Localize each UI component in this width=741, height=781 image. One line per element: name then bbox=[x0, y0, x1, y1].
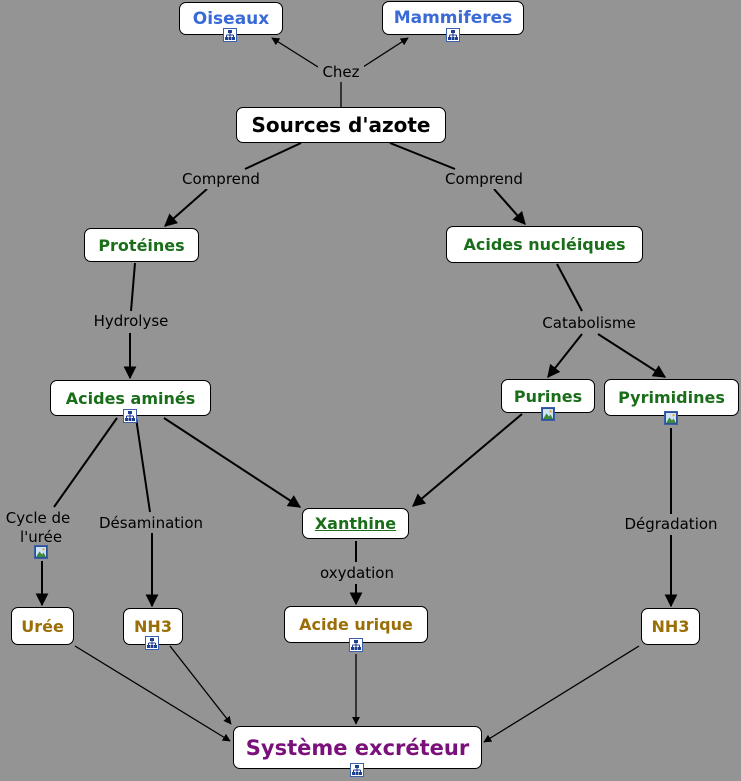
concept-label: Urée bbox=[21, 616, 64, 636]
concept-label: Pyrimidines bbox=[618, 388, 725, 407]
image-icon[interactable] bbox=[541, 407, 555, 421]
edge-chez-mammiferes bbox=[362, 37, 409, 68]
concept-systeme-excreteur[interactable]: Système excréteur bbox=[233, 726, 482, 769]
edge-proteines-hydrolyse bbox=[130, 262, 136, 312]
concept-map-icon[interactable] bbox=[123, 409, 137, 423]
concept-map-icon[interactable] bbox=[349, 638, 363, 652]
edge-acides-amines-desamination bbox=[135, 417, 151, 513]
edge-sources-comprend-left bbox=[244, 142, 302, 170]
concept-label: Mammiferes bbox=[393, 8, 513, 28]
edge-comprend-acides-nucleiques bbox=[493, 188, 526, 225]
concept-acide-urique[interactable]: Acide urique bbox=[284, 606, 428, 643]
concept-oiseaux[interactable]: Oiseaux bbox=[179, 2, 283, 35]
link-label-comprend-right: Comprend bbox=[439, 170, 529, 189]
edge-catabolisme-purines bbox=[547, 333, 583, 379]
edge-acides-amines-xanthine bbox=[163, 417, 302, 508]
concept-map-icon[interactable] bbox=[350, 763, 364, 777]
concept-map-icon[interactable] bbox=[223, 28, 237, 42]
concept-label: Acide urique bbox=[299, 615, 413, 634]
link-label-catabolisme: Catabolisme bbox=[535, 314, 643, 333]
concept-label: Oiseaux bbox=[192, 8, 270, 29]
concept-label: Sources d'azote bbox=[251, 113, 431, 137]
concept-nh3-left[interactable]: NH3 bbox=[123, 608, 183, 645]
concept-label: Acides aminés bbox=[65, 388, 196, 408]
edge-acides-amines-cycle-uree bbox=[53, 417, 118, 508]
concept-proteines[interactable]: Protéines bbox=[84, 228, 199, 262]
concept-pyrimidines[interactable]: Pyrimidines bbox=[604, 379, 739, 416]
concept-mammiferes[interactable]: Mammiferes bbox=[382, 1, 524, 35]
concept-label: Système excréteur bbox=[245, 735, 470, 760]
edge-purines-xanthine bbox=[412, 413, 523, 507]
concept-label: Purines bbox=[513, 386, 583, 406]
image-icon[interactable] bbox=[34, 545, 48, 559]
concept-xanthine[interactable]: Xanthine bbox=[302, 508, 409, 539]
concept-map-icon[interactable] bbox=[446, 28, 460, 42]
edge-uree-systeme bbox=[74, 645, 231, 742]
link-label-comprend-left: Comprend bbox=[176, 170, 266, 189]
image-icon[interactable] bbox=[664, 411, 678, 425]
link-label-desamination: Désamination bbox=[92, 514, 210, 533]
concept-label: NH3 bbox=[134, 617, 172, 636]
link-label-degradation: Dégradation bbox=[617, 515, 725, 534]
concept-acides-nucleiques[interactable]: Acides nucléiques bbox=[446, 226, 643, 263]
concept-uree[interactable]: Urée bbox=[11, 607, 74, 645]
edge-acides-nucleiques-catabolisme bbox=[556, 263, 583, 312]
link-label-chez: Chez bbox=[318, 63, 364, 82]
edge-nh3-left-systeme bbox=[169, 645, 232, 725]
concept-label: Xanthine bbox=[314, 514, 397, 533]
concept-label: Acides nucléiques bbox=[463, 235, 626, 254]
concept-sources-azote[interactable]: Sources d'azote bbox=[236, 107, 446, 143]
edge-comprend-proteines bbox=[164, 188, 208, 227]
concept-label: NH3 bbox=[651, 617, 690, 636]
link-label-cycle-uree-line2: l'urée bbox=[14, 528, 68, 547]
concept-map-icon[interactable] bbox=[145, 636, 159, 650]
edge-catabolisme-pyrimidines bbox=[597, 333, 667, 378]
edge-sources-comprend-right bbox=[389, 142, 456, 170]
concept-label: Protéines bbox=[98, 235, 185, 255]
concept-nh3-right[interactable]: NH3 bbox=[641, 608, 700, 645]
link-label-hydrolyse: Hydrolyse bbox=[86, 312, 176, 331]
link-label-cycle-uree-line1: Cycle de bbox=[2, 509, 74, 528]
edge-nh3-right-systeme bbox=[483, 645, 640, 743]
edge-chez-oiseaux bbox=[271, 37, 319, 68]
link-label-oxydation: oxydation bbox=[312, 564, 402, 583]
